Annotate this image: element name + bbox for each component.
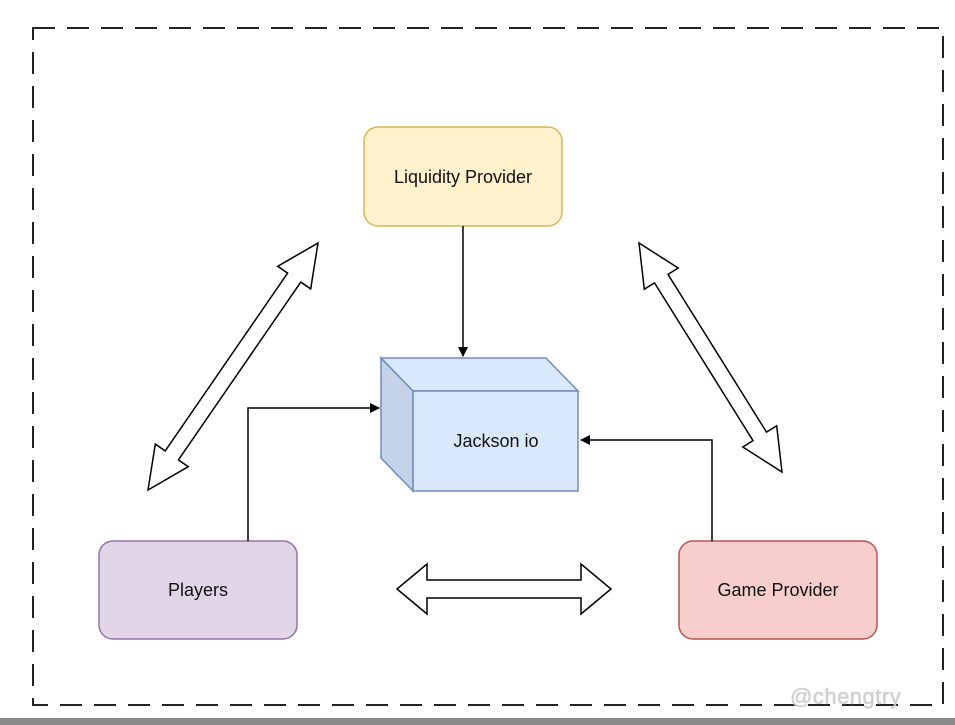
box-front-face: [412, 390, 579, 492]
node-liquidity-provider[interactable]: Liquidity Provider: [363, 126, 563, 227]
edge-players-to-jackson[interactable]: [247, 403, 380, 541]
node-label-liquidity-provider: Liquidity Provider: [394, 167, 532, 187]
node-players[interactable]: Players: [98, 540, 298, 640]
double-arrow-players-gameprovider[interactable]: [395, 562, 613, 616]
node-label-players: Players: [168, 580, 228, 600]
node-label-game-provider: Game Provider: [717, 580, 838, 600]
node-jackson-io[interactable]: Jackson io: [379, 356, 580, 493]
box-top-face: [379, 357, 580, 392]
edge-gameprovider-to-jackson[interactable]: [580, 435, 713, 541]
double-arrow-players-liquidity[interactable]: [147, 241, 319, 492]
double-arrow-liquidity-gameprovider[interactable]: [638, 241, 783, 474]
bottom-scroll-bar: [0, 718, 955, 725]
watermark-text: @chengtry: [790, 684, 902, 709]
node-game-provider[interactable]: Game Provider: [678, 540, 878, 640]
node-label-jackson-io: Jackson io: [453, 431, 538, 451]
dashed-container-frame: [32, 27, 944, 706]
